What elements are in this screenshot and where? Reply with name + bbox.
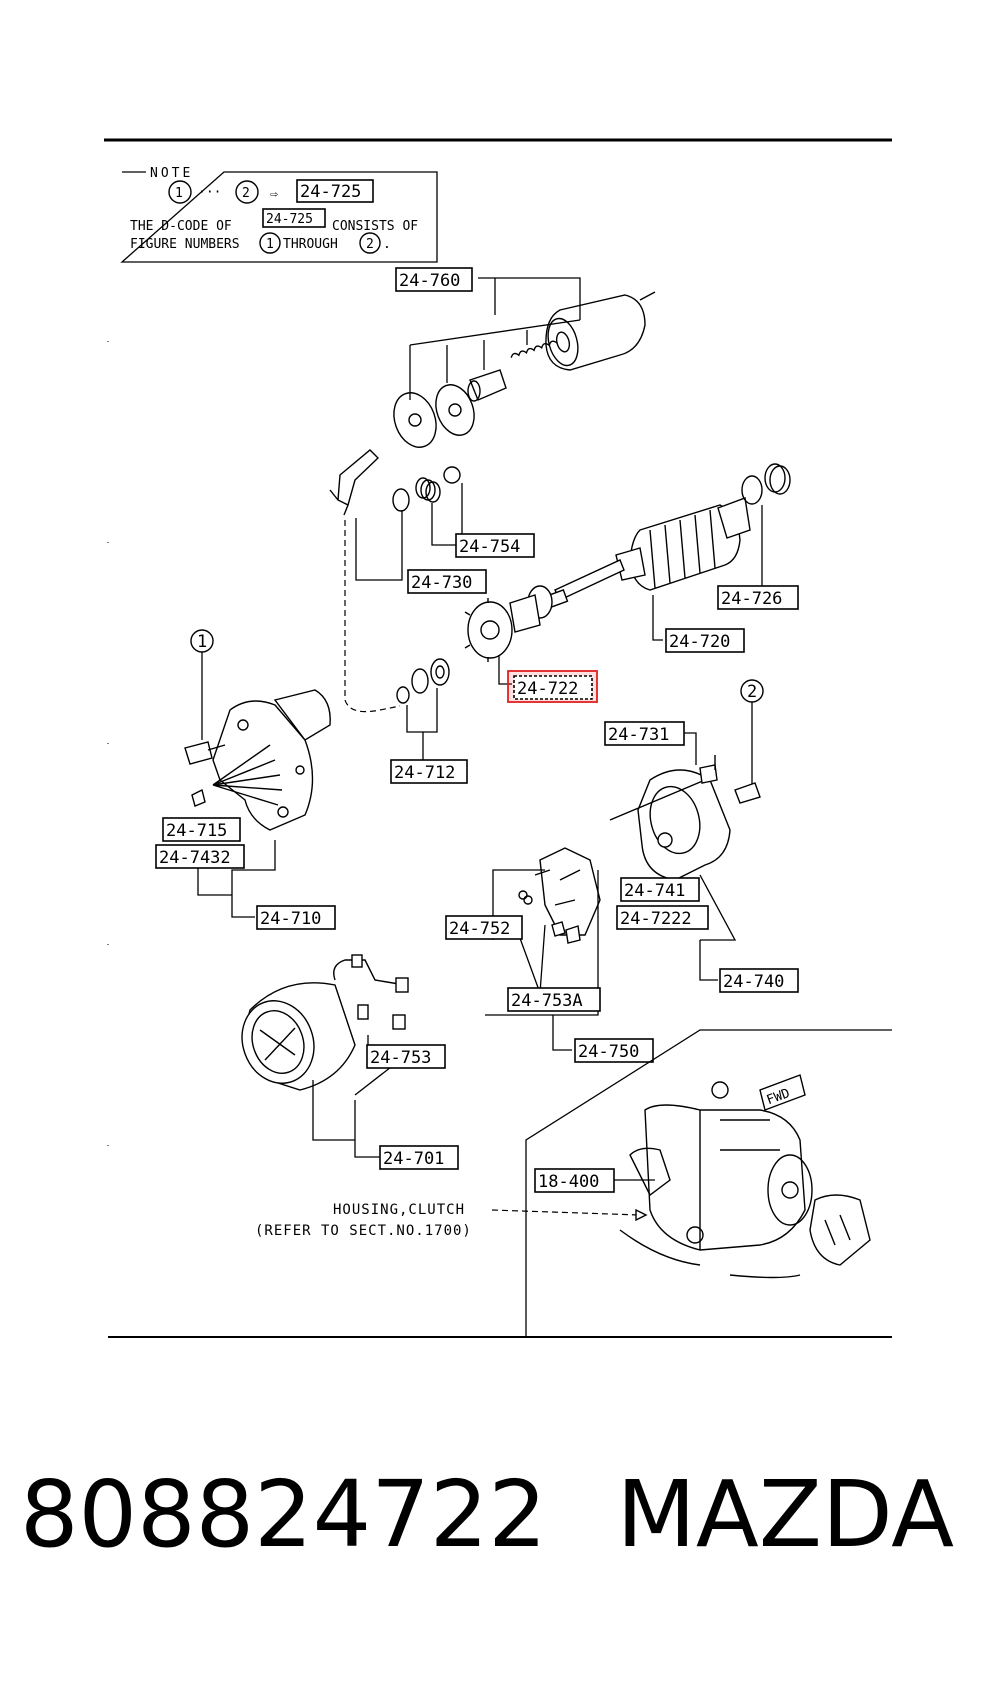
spring-drawing [415, 466, 461, 503]
dowel-drawing [191, 788, 206, 807]
note-line1-prefix: THE D-CODE OF [130, 219, 232, 234]
callout-1: 1 [197, 632, 207, 652]
note-dcode-box: 24-725 [300, 182, 361, 202]
label-24-701: 24-701 [383, 1149, 444, 1169]
washer-drawing [392, 488, 410, 512]
note-circle-one: 1 [175, 186, 183, 201]
installed-view-inset: FWD [525, 1029, 892, 1337]
armature-drawing [543, 463, 791, 609]
label-24-750: 24-750 [578, 1042, 639, 1062]
note-circle-two: 2 [242, 186, 250, 201]
housing-clutch-ref-line1: HOUSING,CLUTCH [333, 1202, 465, 1218]
label-24-753: 24-753 [370, 1048, 431, 1068]
label-24-7432: 24-7432 [159, 848, 231, 868]
rear-cover-drawing [609, 755, 731, 881]
note-ellipsis: ··· [198, 185, 221, 200]
bolt-1-drawing: 1 [184, 629, 226, 765]
label-24-7222: 24-7222 [620, 909, 692, 929]
callout-2: 2 [747, 682, 757, 702]
label-24-715: 24-715 [166, 821, 227, 841]
label-24-712: 24-712 [394, 763, 455, 783]
note-line2-circle-one: 1 [266, 237, 274, 252]
part-number: 808824722 [20, 1461, 547, 1568]
label-24-710: 24-710 [260, 909, 321, 929]
drive-housing-drawing [212, 689, 331, 831]
label-24-722[interactable]: 24-722 [517, 679, 578, 699]
note-line2-middle: THROUGH [283, 237, 338, 252]
housing-clutch-ref-line2: (REFER TO SECT.NO.1700) [255, 1223, 472, 1239]
note-title: NOTE [150, 166, 193, 181]
note-line2-circle-two: 2 [366, 237, 374, 252]
note-line2-end: . [383, 237, 391, 252]
label-24-730: 24-730 [411, 573, 472, 593]
label-24-740: 24-740 [723, 972, 784, 992]
label-24-760: 24-760 [399, 271, 460, 291]
brand-name: MAZDA [616, 1461, 955, 1568]
stop-ring-drawing [396, 658, 450, 704]
label-24-753A: 24-753A [511, 991, 583, 1011]
label-24-731: 24-731 [608, 725, 669, 745]
note-arrow: ⇨ [270, 187, 278, 202]
shift-lever-drawing [329, 449, 380, 516]
through-bolt-2-drawing: 2 [734, 679, 764, 804]
label-24-720: 24-720 [669, 632, 730, 652]
pinion-clutch-drawing [464, 585, 553, 662]
label-24-741: 24-741 [624, 881, 685, 901]
solenoid-switch-drawing [393, 291, 656, 448]
note-line1-box: 24-725 [266, 212, 313, 227]
note-line2-prefix: FIGURE NUMBERS [130, 237, 240, 252]
label-24-752: 24-752 [449, 919, 510, 939]
label-18-400: 18-400 [538, 1172, 599, 1192]
label-24-754: 24-754 [459, 537, 520, 557]
yoke-drawing [241, 954, 409, 1091]
label-24-726: 24-726 [721, 589, 782, 609]
note-line1-suffix: CONSISTS OF [332, 219, 418, 234]
brush-holder-drawing [518, 847, 601, 944]
footer: 808824722 MAZDA [0, 1440, 992, 1590]
note-box: NOTE 1 ··· 2 ⇨ 24-725 THE D-CODE OF 24-7… [120, 166, 438, 263]
